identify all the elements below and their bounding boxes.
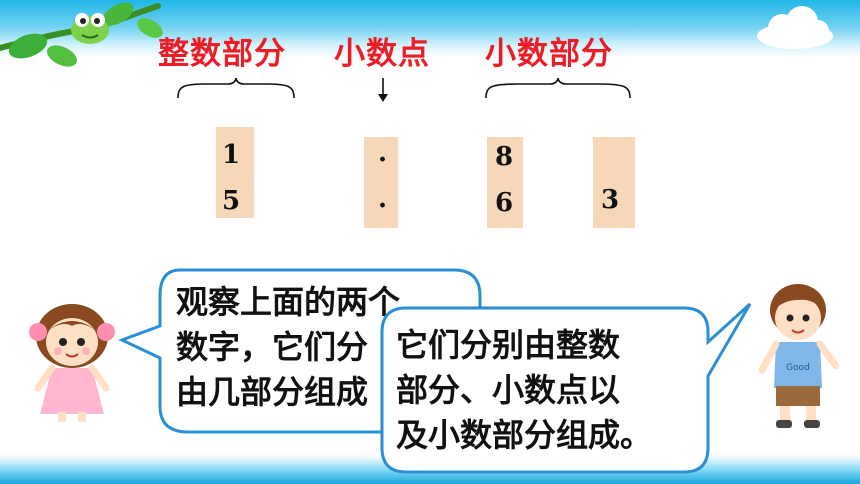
integer-brace-icon xyxy=(177,77,295,99)
digit: 6 xyxy=(495,188,514,218)
boy-shirt-text: Good xyxy=(786,363,810,373)
cloud-icon xyxy=(757,6,833,49)
vine-frog-icon xyxy=(0,2,163,67)
decimal-point: . xyxy=(378,138,388,168)
digit: 8 xyxy=(495,142,514,172)
girl-cartoon-icon xyxy=(29,304,115,422)
decimal-point: . xyxy=(378,184,388,214)
digit: 3 xyxy=(601,185,620,215)
girl-bubble-text-area: 观察上面的两个 数字，它们分 由几部分组成 xyxy=(176,280,476,425)
integer-part-label: 整数部分 xyxy=(158,36,286,72)
integer-digit-box xyxy=(216,127,254,218)
boy-bubble-line: 及小数部分组成。 xyxy=(396,416,653,454)
hundredths-digit-box xyxy=(593,137,635,228)
boy-cartoon-icon: Good xyxy=(758,284,840,428)
digit: 5 xyxy=(222,186,241,216)
tenths-digit-box xyxy=(487,137,523,228)
decimal-part-label: 小数部分 xyxy=(485,36,613,72)
boy-bubble-line: 部分、小数点以 xyxy=(396,371,621,409)
boy-speech-bubble xyxy=(380,302,752,474)
decimal-point-label: 小数点 xyxy=(334,36,430,72)
girl-bubble-line: 数字，它们分 xyxy=(176,328,369,366)
girl-bubble-line: 观察上面的两个 xyxy=(176,283,401,321)
down-arrow-icon xyxy=(378,78,388,102)
decimal-point-box xyxy=(364,137,398,228)
boy-bubble-line: 它们分别由整数 xyxy=(396,326,621,364)
girl-bubble-line: 由几部分组成 xyxy=(176,373,369,411)
decimal-brace-icon xyxy=(485,77,631,99)
digit: 1 xyxy=(222,140,241,170)
